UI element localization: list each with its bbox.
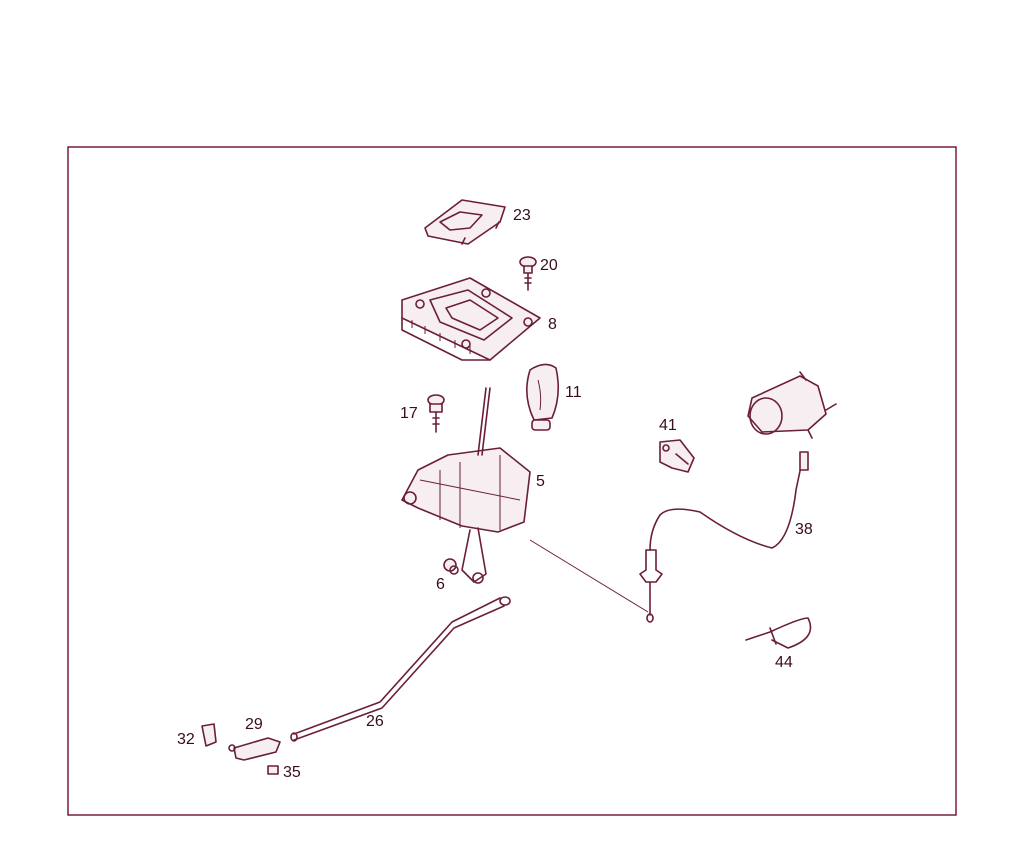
callout-8: 8 — [548, 316, 557, 333]
part-38-actuator-cable — [639, 371, 837, 623]
callout-41: 41 — [659, 417, 677, 434]
callout-6: 6 — [436, 576, 445, 593]
part-11-shift-knob — [526, 363, 560, 431]
part-35-nut — [267, 765, 279, 775]
callout-11: 11 — [565, 384, 582, 401]
part-8-housing-frame — [401, 277, 541, 361]
part-26-shift-rod — [290, 596, 511, 742]
part-41-clip — [659, 439, 695, 473]
callout-38: 38 — [795, 521, 813, 538]
callout-29: 29 — [245, 716, 263, 733]
callout-23: 23 — [513, 207, 531, 224]
part-44-cable-tie — [745, 617, 812, 649]
part-32-clip — [201, 723, 217, 747]
callout-35: 35 — [283, 764, 301, 781]
callout-44: 44 — [775, 654, 793, 671]
part-20-screw — [519, 256, 537, 291]
callout-5: 5 — [536, 473, 545, 490]
callout-20: 20 — [540, 257, 558, 274]
callout-26: 26 — [366, 713, 384, 730]
part-5-shifter-body — [401, 387, 649, 613]
callout-17: 17 — [400, 405, 418, 422]
diagram-frame — [67, 146, 957, 816]
part-23-cover-plate — [424, 199, 506, 245]
part-17-bolt — [427, 394, 445, 433]
callout-32: 32 — [177, 731, 195, 748]
part-6-washer — [443, 558, 459, 575]
part-29-link — [228, 737, 281, 761]
